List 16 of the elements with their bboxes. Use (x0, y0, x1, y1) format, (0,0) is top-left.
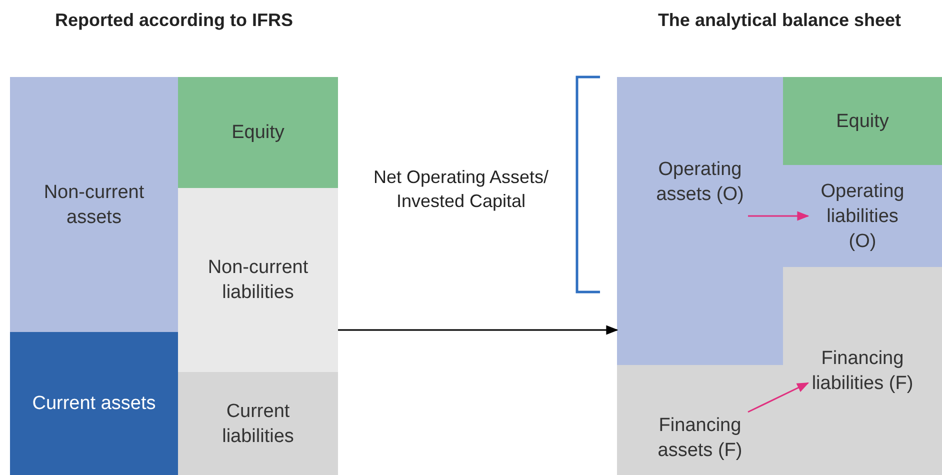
balance-block: Operating liabilities (O) (783, 165, 942, 267)
arrow (748, 211, 810, 221)
balance-block: Current assets (10, 332, 178, 475)
balance-block: Financing assets (F) (617, 365, 783, 475)
balance-block: Non-current assets (10, 77, 178, 332)
balance-block: Equity (783, 77, 942, 165)
bracket-label: Net Operating Assets/ Invested Capital (372, 166, 550, 213)
sheet-heading: Reported according to IFRS (54, 10, 294, 31)
balance-block: Current liabilities (178, 372, 338, 475)
balance-block: Financing liabilities (F) (783, 267, 942, 475)
balance-block: Operating assets (O) (617, 77, 783, 365)
arrow (748, 382, 810, 413)
balance-block: Equity (178, 77, 338, 188)
sheet-heading: The analytical balance sheet (656, 10, 902, 31)
arrow (338, 325, 618, 335)
balance-block: Non-current liabilities (178, 188, 338, 372)
